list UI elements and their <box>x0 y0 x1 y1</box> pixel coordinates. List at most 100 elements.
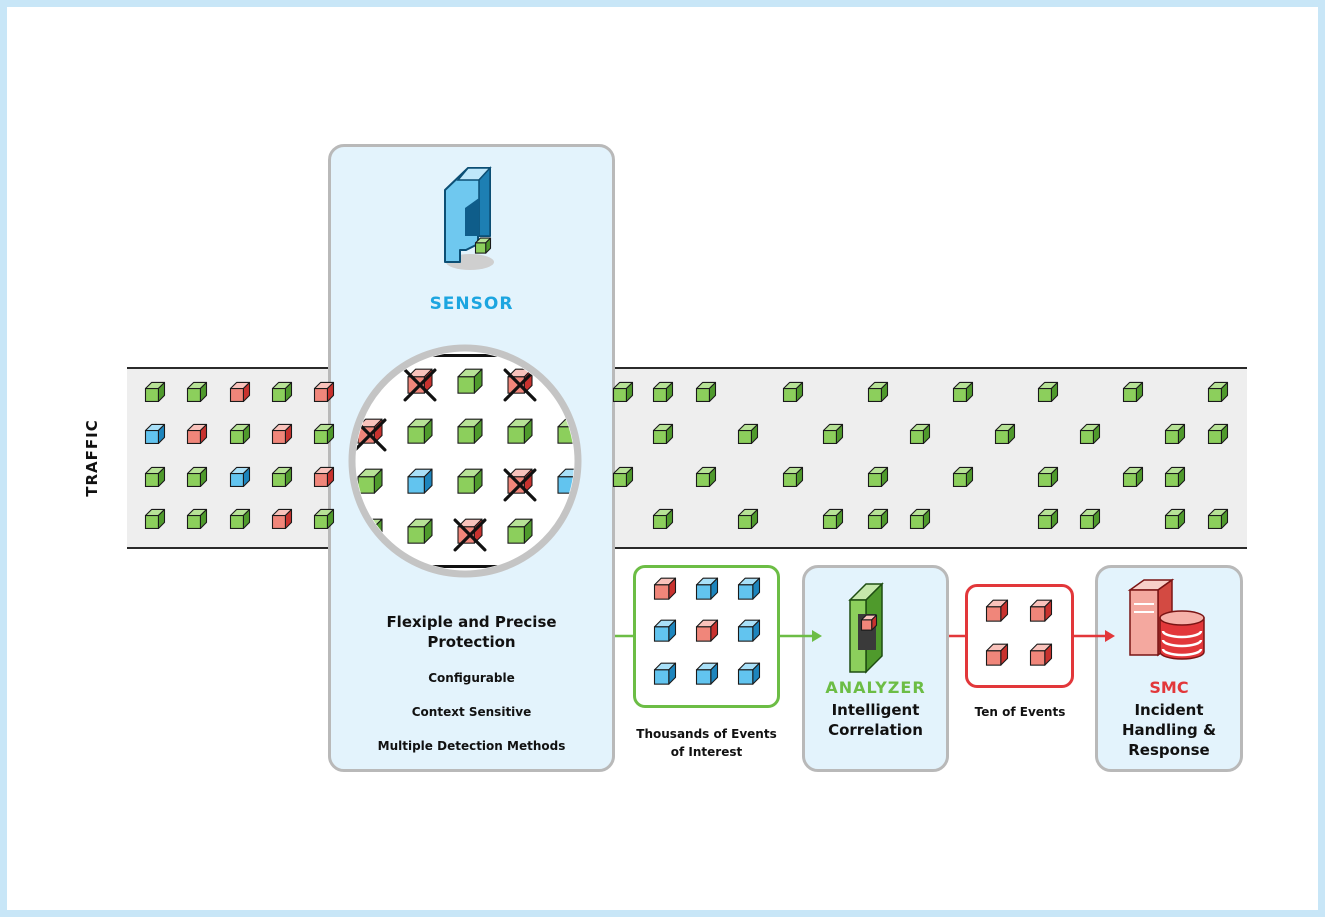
packet-cube-icon <box>273 467 292 486</box>
packet-cube-icon <box>1031 644 1052 665</box>
packet-cube-icon <box>315 382 334 401</box>
sensor-device-icon <box>445 168 494 270</box>
smc-title: SMC <box>1095 678 1243 697</box>
packet-cube-icon <box>358 469 382 493</box>
packet-cube-icon <box>315 509 334 528</box>
packet-cube-icon <box>1039 467 1058 486</box>
packet-cube-icon <box>987 644 1008 665</box>
packet-cube-icon <box>824 424 843 443</box>
packet-cube-icon <box>614 382 633 401</box>
packet-cube-icon <box>315 467 334 486</box>
smc-subtitle: Incident Handling & Response <box>1095 700 1243 760</box>
analyzer-device-icon <box>850 584 882 672</box>
magnifier-lens <box>340 348 590 574</box>
packet-cube-icon <box>1209 382 1228 401</box>
packet-cube-icon <box>784 382 803 401</box>
packet-cube-icon <box>1039 509 1058 528</box>
packet-cube-icon <box>697 467 716 486</box>
packet-cube-icon <box>739 620 760 641</box>
packet-cube-icon <box>697 578 718 599</box>
packet-cube-icon <box>508 419 532 443</box>
packet-cube-icon <box>146 467 165 486</box>
packet-cube-icon <box>231 467 250 486</box>
packet-cube-icon <box>1031 600 1052 621</box>
packet-cube-icon <box>458 419 482 443</box>
packet-cube-icon <box>697 382 716 401</box>
packet-cube-icon <box>911 509 930 528</box>
packet-cube-icon <box>315 424 334 443</box>
packet-cube-icon <box>408 419 432 443</box>
packet-cube-icon <box>697 620 718 641</box>
packet-cube-icon <box>869 467 888 486</box>
packet-cube-icon <box>508 369 532 393</box>
packet-cube-icon <box>697 663 718 684</box>
packet-cube-icon <box>784 467 803 486</box>
packet-cube-icon <box>408 369 432 393</box>
packet-cube-icon <box>476 238 491 253</box>
packet-cube-icon <box>869 509 888 528</box>
packet-cube-icon <box>188 382 207 401</box>
packet-cube-icon <box>231 424 250 443</box>
packet-cube-icon <box>1209 424 1228 443</box>
smc-server-icon <box>1130 580 1204 659</box>
packet-cube-icon <box>508 519 532 543</box>
events-packets <box>655 578 760 684</box>
traffic-packets <box>146 382 1228 528</box>
analyzer-subtitle: Intelligent Correlation <box>802 700 949 740</box>
packet-cube-icon <box>188 424 207 443</box>
packet-cube-icon <box>408 469 432 493</box>
packet-cube-icon <box>862 615 877 630</box>
packet-cube-icon <box>1124 467 1143 486</box>
packet-cube-icon <box>911 424 930 443</box>
packet-cube-icon <box>188 509 207 528</box>
analyzer-title: ANALYZER <box>802 678 949 697</box>
packet-cube-icon <box>273 424 292 443</box>
packet-cube-icon <box>458 469 482 493</box>
packet-cube-icon <box>655 620 676 641</box>
packet-cube-icon <box>739 663 760 684</box>
packet-cube-icon <box>1039 382 1058 401</box>
packet-cube-icon <box>869 382 888 401</box>
packet-cube-icon <box>146 382 165 401</box>
ten-events-packets <box>987 600 1052 665</box>
packet-cube-icon <box>1081 509 1100 528</box>
packet-cube-icon <box>273 509 292 528</box>
packet-cube-icon <box>655 578 676 599</box>
packet-cube-icon <box>1166 467 1185 486</box>
packet-cube-icon <box>1124 382 1143 401</box>
flow-arrow-to-smc <box>949 630 1115 642</box>
packet-cube-icon <box>1166 424 1185 443</box>
packet-cube-icon <box>654 382 673 401</box>
ten-events-caption: Ten of Events <box>950 705 1090 719</box>
packet-cube-icon <box>862 615 877 630</box>
sensor-title: SENSOR <box>328 294 615 314</box>
packet-cube-icon <box>987 600 1008 621</box>
packet-cube-icon <box>146 509 165 528</box>
packet-cube-icon <box>1209 509 1228 528</box>
packet-cube-icon <box>146 424 165 443</box>
sensor-heading: Flexiple and Precise Protection <box>328 612 615 652</box>
events-of-interest-caption: Thousands of Events of Interest <box>628 725 785 761</box>
packet-cube-icon <box>1166 509 1185 528</box>
packet-cube-icon <box>458 519 482 543</box>
packet-cube-icon <box>739 578 760 599</box>
packet-cube-icon <box>824 509 843 528</box>
sensor-feature-configurable: Configurable <box>328 671 615 685</box>
packet-cube-icon <box>996 424 1015 443</box>
packet-cube-icon <box>458 369 482 393</box>
packet-cube-icon <box>231 509 250 528</box>
packet-cube-icon <box>654 424 673 443</box>
sensor-feature-detection-methods: Multiple Detection Methods <box>328 739 615 753</box>
flow-arrow-to-analyzer <box>615 630 822 642</box>
packet-cube-icon <box>614 467 633 486</box>
sensor-feature-context-sensitive: Context Sensitive <box>328 705 615 719</box>
packet-cube-icon <box>231 382 250 401</box>
packet-cube-icon <box>954 467 973 486</box>
packet-cube-icon <box>954 382 973 401</box>
packet-cube-icon <box>558 369 582 393</box>
packet-cube-icon <box>273 382 292 401</box>
packet-cube-icon <box>654 509 673 528</box>
packet-cube-icon <box>476 238 491 253</box>
packet-cube-icon <box>739 509 758 528</box>
